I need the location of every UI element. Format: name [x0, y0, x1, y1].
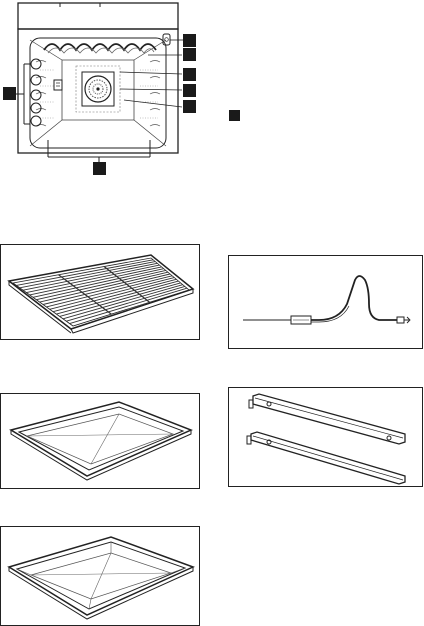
marker-oven-knob — [183, 34, 196, 47]
marker-oven-fan-top — [183, 68, 196, 81]
marker-legend — [229, 110, 240, 121]
marker-oven-shelf-levels — [3, 87, 16, 100]
deep-pan-figure — [0, 526, 200, 626]
baking-tray-figure — [0, 393, 200, 489]
shelf-bar — [16, 260, 153, 286]
telescopic-runners-figure — [228, 387, 423, 487]
marker-oven-heater — [183, 48, 196, 61]
core-temperature-sensor-figure — [228, 255, 423, 349]
wire-shelf-figure — [0, 244, 200, 340]
marker-oven-fan — [183, 84, 196, 97]
marker-oven-lamp — [183, 100, 196, 113]
marker-oven-bottom — [93, 162, 106, 175]
